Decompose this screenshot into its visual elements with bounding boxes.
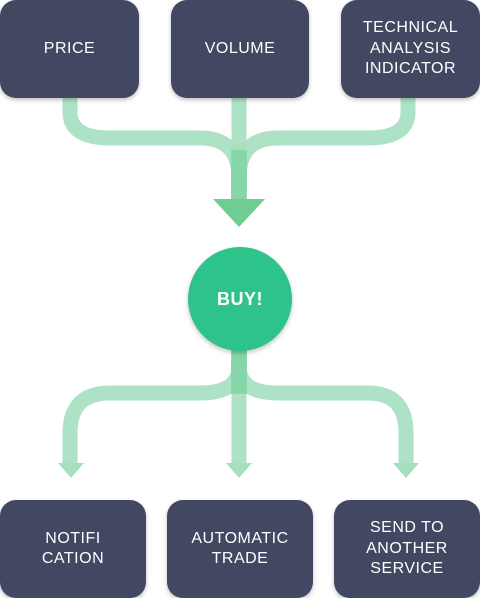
output-trade-box: AUTOMATIC TRADE bbox=[167, 500, 313, 598]
buy-decision-node: BUY! bbox=[188, 247, 292, 351]
input-technical-box: TECHNICAL ANALYSIS INDICATOR bbox=[341, 0, 480, 98]
arrow-down-icon bbox=[226, 463, 252, 478]
output-notification-label: NOTIFI CATION bbox=[41, 529, 105, 568]
input-flows bbox=[62, 96, 416, 227]
input-price-box: PRICE bbox=[0, 0, 139, 98]
arrow-down-icon bbox=[213, 199, 265, 227]
output-send-box: SEND TO ANOTHER SERVICE bbox=[334, 500, 480, 598]
flow-price bbox=[62, 96, 247, 200]
buy-label: BUY! bbox=[217, 288, 263, 309]
arrow-down-icon bbox=[58, 463, 84, 478]
input-technical-label: TECHNICAL ANALYSIS INDICATOR bbox=[362, 19, 459, 78]
input-price-label: PRICE bbox=[43, 39, 96, 57]
input-volume-box: VOLUME bbox=[171, 0, 309, 98]
output-send-label: SEND TO ANOTHER SERVICE bbox=[366, 519, 448, 578]
output-trade-label: AUTOMATIC TRADE bbox=[191, 529, 289, 568]
flow-merge bbox=[231, 150, 247, 200]
output-notification-box: NOTIFI CATION bbox=[0, 500, 146, 598]
flow-split bbox=[231, 350, 247, 394]
flow-notification bbox=[62, 350, 247, 464]
output-flows bbox=[58, 350, 419, 478]
arrow-down-icon bbox=[393, 463, 419, 478]
input-volume-label: VOLUME bbox=[204, 39, 276, 57]
flow-technical bbox=[231, 96, 416, 200]
flow-send bbox=[231, 350, 414, 464]
